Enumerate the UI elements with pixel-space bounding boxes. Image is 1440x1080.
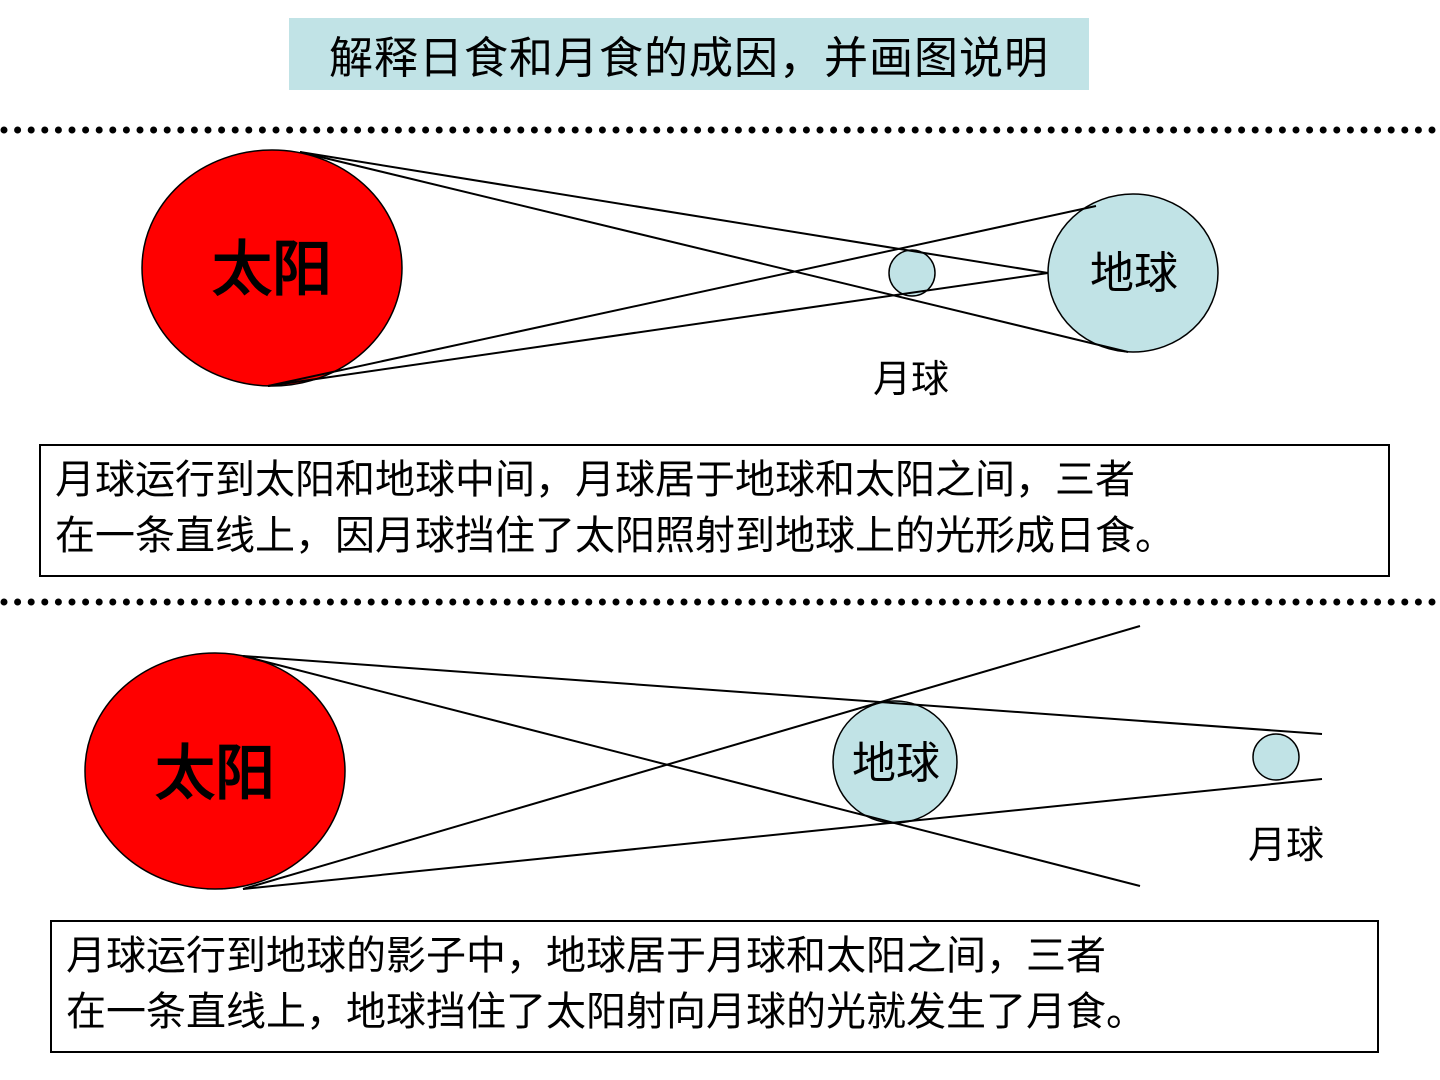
light-ray bbox=[242, 778, 1323, 890]
dotted-divider-top bbox=[0, 126, 1440, 134]
sun-label: 太阳 bbox=[212, 235, 332, 305]
sun-label: 太阳 bbox=[155, 739, 275, 809]
earth-label: 地球 bbox=[1090, 248, 1178, 299]
moon-circle bbox=[1252, 733, 1300, 781]
solar-eclipse-diagram: 太阳 地球 月球 bbox=[141, 149, 1219, 401]
earth-label: 地球 bbox=[852, 738, 940, 789]
moon-circle bbox=[888, 249, 936, 297]
page-title: 解释日食和月食的成因，并画图说明 bbox=[289, 18, 1089, 90]
lunar-eclipse-explanation: 月球运行到地球的影子中，地球居于月球和太阳之间，三者 在一条直线上，地球挡住了太… bbox=[50, 920, 1379, 1053]
moon-label: 月球 bbox=[873, 357, 949, 401]
explanation-line: 月球运行到太阳和地球中间，月球居于地球和太阳之间，三者 bbox=[55, 457, 1135, 503]
explanation-line: 在一条直线上，因月球挡住了太阳照射到地球上的光形成日食。 bbox=[55, 513, 1175, 559]
dotted-divider-bottom bbox=[0, 598, 1440, 606]
explanation-line: 月球运行到地球的影子中，地球居于月球和太阳之间，三者 bbox=[66, 933, 1106, 979]
light-ray bbox=[267, 272, 1049, 387]
light-ray bbox=[242, 625, 1141, 890]
light-ray bbox=[299, 151, 1129, 353]
light-ray bbox=[299, 151, 1049, 274]
light-ray bbox=[242, 655, 1141, 887]
lunar-eclipse-diagram: 太阳 地球 月球 bbox=[84, 625, 1324, 890]
light-ray bbox=[242, 655, 1323, 735]
solar-eclipse-explanation: 月球运行到太阳和地球中间，月球居于地球和太阳之间，三者 在一条直线上，因月球挡住… bbox=[39, 444, 1390, 577]
light-ray bbox=[267, 205, 1097, 387]
explanation-line: 在一条直线上，地球挡住了太阳射向月球的光就发生了月食。 bbox=[66, 989, 1146, 1035]
moon-label: 月球 bbox=[1248, 823, 1324, 867]
sun-circle bbox=[84, 652, 346, 890]
